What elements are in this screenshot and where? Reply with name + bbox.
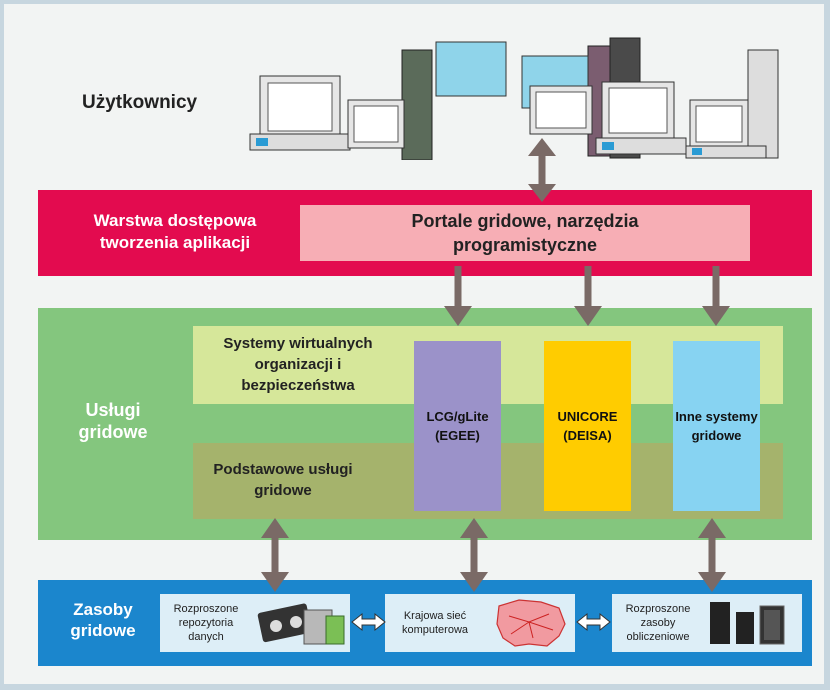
compute-label: Rozproszone zasoby obliczeniowe <box>625 603 691 643</box>
vo-security-label: Systemy wirtualnych organizacji i bezpie… <box>223 334 373 394</box>
repositories-label: Rozproszone repozytoria danych <box>173 603 239 643</box>
basic-services-label: Podstawowe usługi gridowe <box>213 461 353 499</box>
servers-icon <box>710 602 785 645</box>
compute-box: Rozproszone zasoby obliczeniowe <box>612 594 802 652</box>
storage-devices-icon <box>257 603 345 645</box>
system-lcg-glite: LCG/gLite (EGEE) <box>414 341 501 511</box>
portal-box: Portale gridowe, narzędzia programistycz… <box>300 205 750 261</box>
access-layer-title: Warstwa dostępowa tworzenia aplikacji <box>93 211 257 252</box>
system-other: Inne systemy gridowe <box>673 341 760 511</box>
users-computers-illustration <box>249 37 779 160</box>
poland-map-icon <box>496 599 566 647</box>
users-label: Użytkownicy <box>82 92 198 113</box>
resources-title: Zasoby gridowe <box>70 600 136 640</box>
network-label: Krajowa sieć komputerowa <box>401 610 469 636</box>
network-box: Krajowa sieć komputerowa <box>385 594 575 652</box>
repositories-box: Rozproszone repozytoria danych <box>160 594 350 652</box>
system-unicore: UNICORE (DEISA) <box>544 341 631 511</box>
grid-services-title: Usługi gridowe <box>78 400 148 442</box>
